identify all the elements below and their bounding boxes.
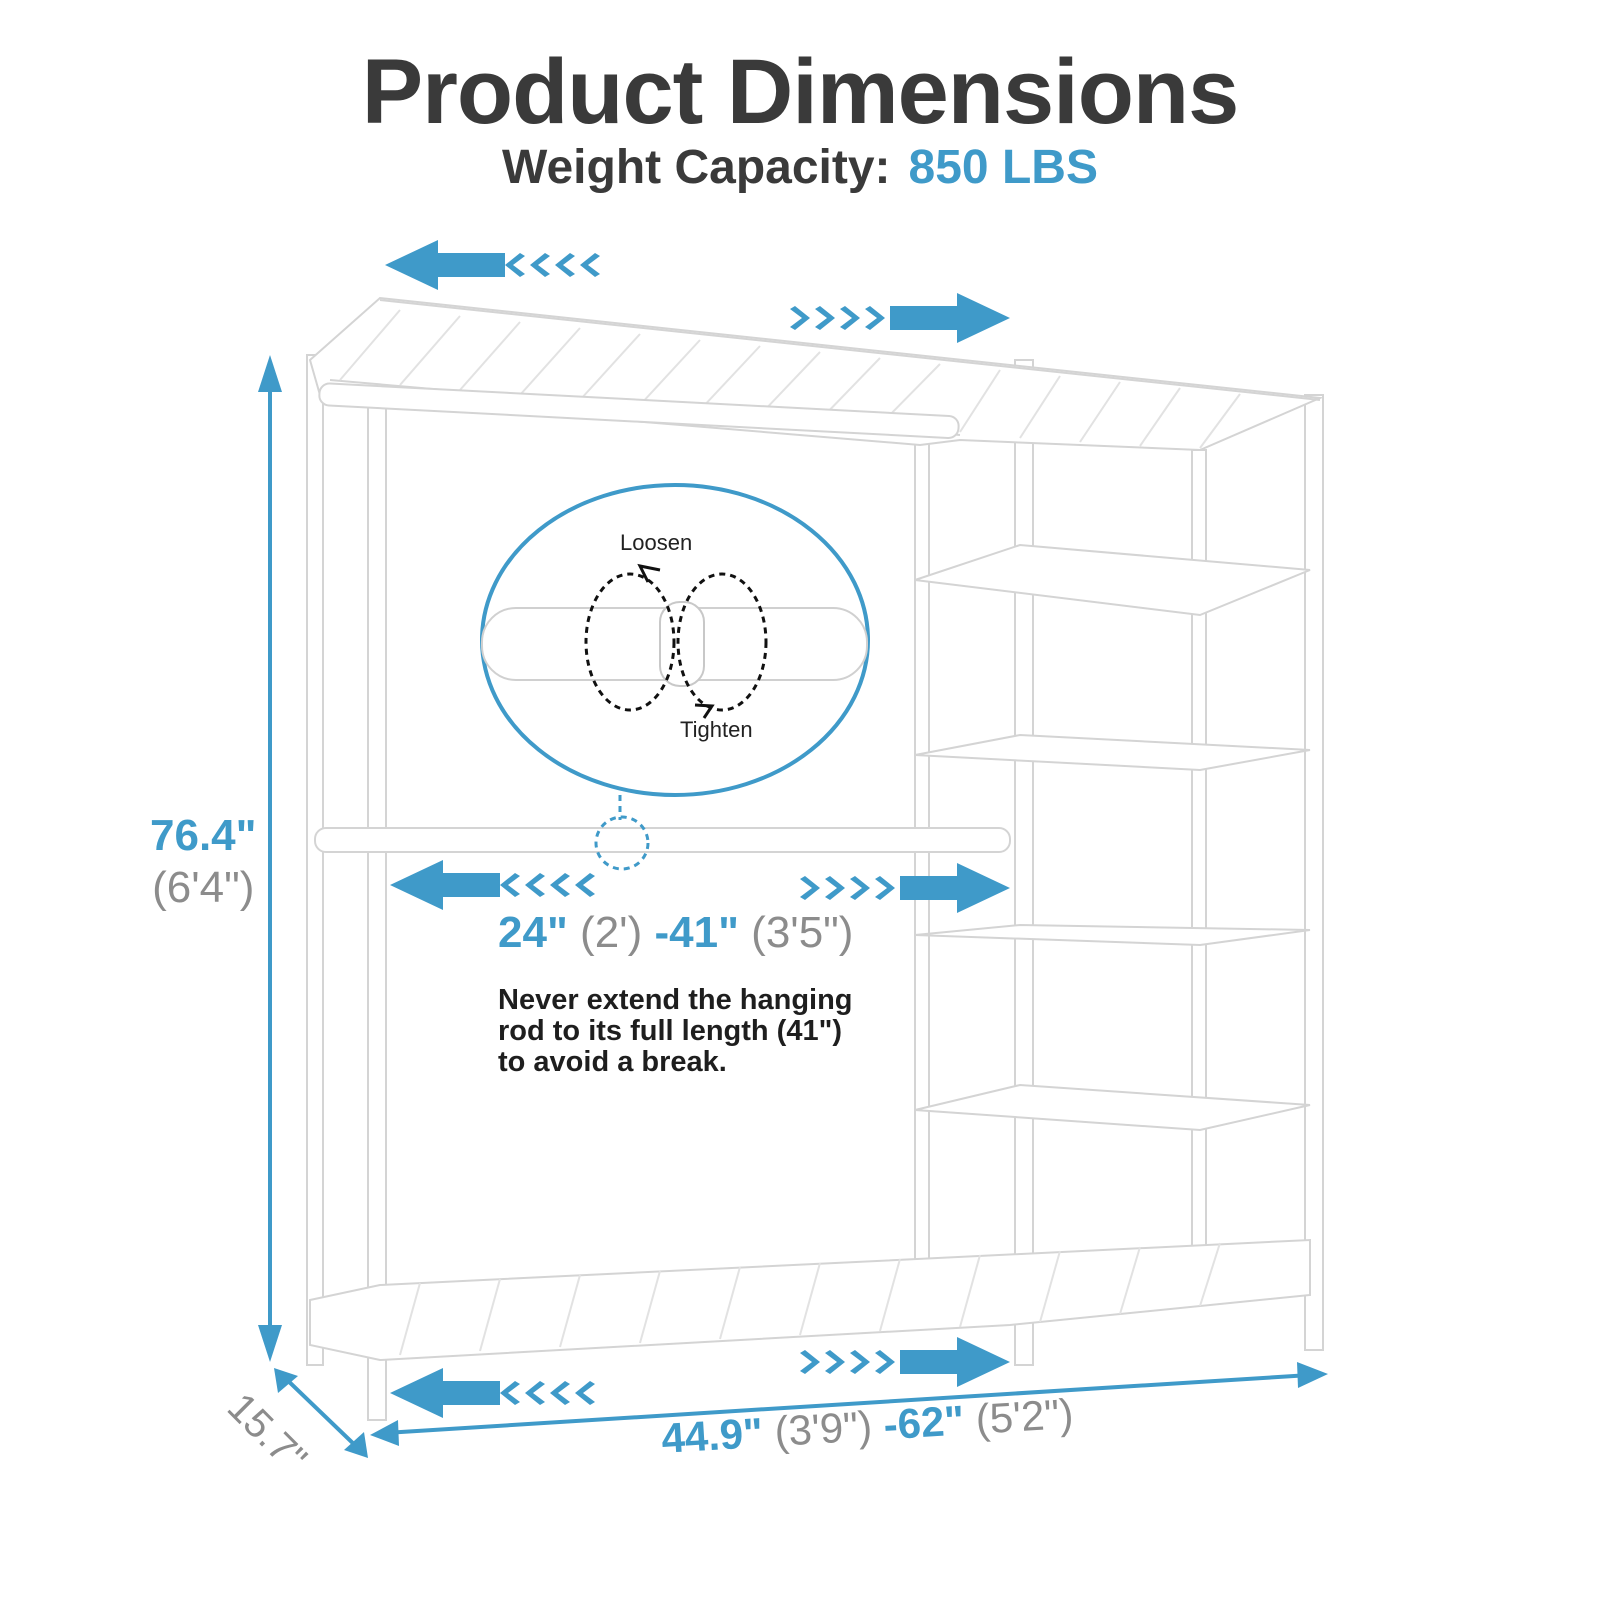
rod-adjust-callout xyxy=(480,483,870,871)
width-max-inches: -62" xyxy=(882,1396,966,1449)
tighten-label: Tighten xyxy=(680,717,753,742)
rod-min-feet: (2') xyxy=(580,908,643,957)
width-min-feet: (3'9") xyxy=(773,1402,874,1455)
rod-min-inches: 24" xyxy=(498,908,568,957)
weight-capacity-value: 850 LBS xyxy=(908,141,1098,194)
middle-left-arrow xyxy=(390,860,595,910)
rod-max-inches: -41" xyxy=(654,908,739,957)
loosen-label: Loosen xyxy=(620,530,693,555)
page-title: Product Dimensions xyxy=(361,41,1240,143)
top-left-arrow xyxy=(385,240,600,290)
depth-dimension-line xyxy=(274,1368,368,1458)
weight-capacity-label: Weight Capacity: xyxy=(502,141,891,194)
bottom-right-arrow xyxy=(800,1337,1010,1387)
height-feet: (6'4") xyxy=(152,863,255,912)
weight-capacity: Weight Capacity: 850 LBS xyxy=(0,140,1600,195)
width-max-feet: (5'2") xyxy=(974,1389,1075,1443)
height-dimension-line xyxy=(258,355,282,1362)
width-min-inches: 44.9" xyxy=(660,1408,765,1462)
rod-max-feet: (3'5") xyxy=(751,908,854,957)
height-dimension: 76.4" (6'4") xyxy=(150,810,257,914)
width-dimension-line xyxy=(370,1362,1328,1446)
middle-right-arrow xyxy=(800,863,1010,913)
rod-warning: Never extend the hanging rod to its full… xyxy=(498,984,853,1078)
height-inches: 76.4" xyxy=(150,811,257,860)
rod-length-dimension: 24" (2') -41" (3'5") xyxy=(498,908,853,958)
bottom-left-arrow xyxy=(390,1368,595,1418)
wardrobe-frame xyxy=(306,296,1324,1421)
top-right-arrow xyxy=(790,293,1010,343)
